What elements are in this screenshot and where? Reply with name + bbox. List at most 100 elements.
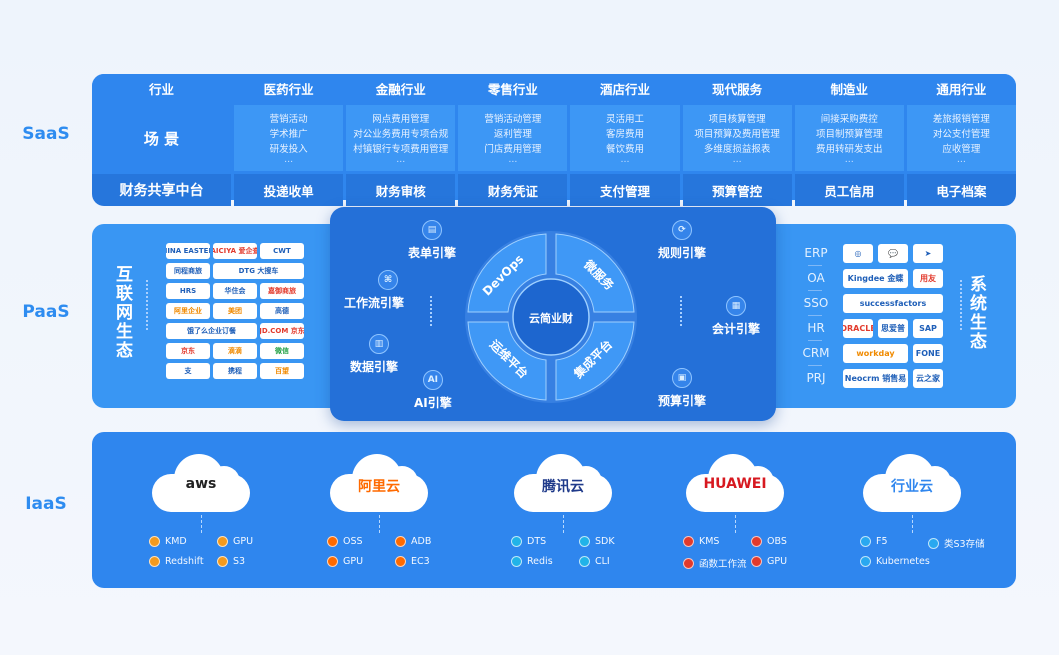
service-icon (683, 557, 694, 569)
system-logo: ◎ (843, 244, 873, 263)
service-label: EC3 (411, 556, 430, 567)
module-cell: 员工信用 (794, 174, 904, 206)
workflow-engine: ⌘ 工作流引擎 (344, 270, 404, 311)
service-item: Kubernetes (860, 556, 930, 567)
system-name: SSO (803, 296, 829, 310)
service-icon (511, 556, 522, 567)
divider (680, 296, 684, 326)
service-icon (327, 556, 338, 567)
system-logo: successfactors (843, 294, 943, 313)
system-separator (808, 265, 822, 266)
service-label: ADB (411, 536, 432, 547)
system-logo: workday (843, 344, 908, 363)
service-label: 函数工作流 (699, 559, 747, 570)
service-item: 类S3存储 (928, 536, 985, 550)
service-label: DTS (527, 536, 547, 547)
service-label: KMS (699, 536, 720, 547)
service-item: 函数工作流 (683, 556, 747, 570)
industry-cell: 医药行业 (234, 74, 344, 102)
partner-logo: CWT (260, 243, 304, 259)
rules-icon: ⟳ (672, 220, 692, 240)
service-item: OSS (327, 536, 363, 547)
service-icon (860, 536, 871, 547)
system-logo: Neocrm 销售易 (843, 369, 908, 388)
system-ecosystem-title: 系统生态 (970, 275, 987, 352)
service-item: KMD (149, 536, 187, 547)
ai-icon: AI (422, 370, 443, 390)
service-icon (149, 536, 160, 547)
paas-layer-label: PaaS (22, 302, 70, 322)
connector-line (912, 515, 913, 533)
platform-header: 财务共享中台 (92, 174, 231, 206)
partner-logo: JD.COM 京东 (260, 323, 304, 339)
saas-grid: 行业 医药行业 金融行业 零售行业 酒店行业 现代服务 制造业 通用行业 场 景… (92, 74, 1016, 206)
service-label: F5 (876, 536, 888, 547)
scene-cell: 灵活用工客房费用餐饮费用… (570, 105, 680, 171)
connector-line (735, 515, 736, 533)
module-cell: 预算管控 (682, 174, 792, 206)
partner-logo: 阿里企业 (166, 303, 210, 319)
system-separator (808, 315, 822, 316)
module-cell: 财务凭证 (458, 174, 568, 206)
partner-logo: 高德 (260, 303, 304, 319)
service-label: OBS (767, 536, 787, 547)
divider (430, 296, 434, 326)
service-item: GPU (217, 536, 253, 547)
partner-logo: 携程 (213, 363, 257, 379)
service-icon (217, 536, 228, 547)
service-item: Redshift (149, 556, 204, 567)
iaas-layer-label: IaaS (25, 494, 67, 514)
module-cell: 投递收单 (234, 174, 344, 206)
system-name: CRM (802, 346, 830, 360)
cloud-provider-logo: 腾讯云 (514, 452, 612, 512)
system-logo: 用友 (913, 269, 943, 288)
service-item: DTS (511, 536, 546, 547)
service-icon (579, 556, 590, 567)
partner-logo: CHINA EASTERN (166, 243, 210, 259)
service-label: Redis (527, 556, 553, 567)
form-engine: ▤ 表单引擎 (408, 220, 456, 261)
service-item: GPU (327, 556, 363, 567)
service-label: 类S3存储 (944, 539, 985, 550)
provider-name: 阿里云 (358, 479, 400, 495)
service-item: KMS (683, 536, 719, 547)
partner-logo: 美团 (213, 303, 257, 319)
service-icon (751, 536, 762, 547)
partner-logo: 百望 (260, 363, 304, 379)
scene-cell: 网点费用管理对公业务费用专项合规村镇银行专项费用管理… (346, 105, 456, 171)
system-logo: FONE (913, 344, 943, 363)
partner-logo: 嘉御商旅 (260, 283, 304, 299)
scene-cell: 营销活动学术推广研发投入… (234, 105, 344, 171)
data-icon: ▥ (369, 334, 389, 354)
service-icon (149, 556, 160, 567)
system-logo: SAP (913, 319, 943, 338)
scene-cell: 项目核算管理项目预算及费用管理多维度损益报表… (682, 105, 792, 171)
service-item: S3 (217, 556, 245, 567)
partner-logo: 支 (166, 363, 210, 379)
provider-name: 行业云 (891, 479, 933, 495)
core-logo-text: 云简业财 (529, 311, 573, 325)
service-item: ADB (395, 536, 431, 547)
service-icon (395, 536, 406, 547)
service-item: EC3 (395, 556, 430, 567)
service-icon (511, 536, 522, 547)
service-icon (327, 536, 338, 547)
service-icon (217, 556, 228, 567)
partner-logo: HRS (166, 283, 210, 299)
cloud-provider-logo: HUAWEI (686, 452, 784, 512)
module-cell: 支付管理 (570, 174, 680, 206)
system-separator (808, 340, 822, 341)
partner-logo: 微信 (260, 343, 304, 359)
system-logo: 思爱普 (878, 319, 908, 338)
connector-line (201, 515, 202, 533)
service-item: SDK (579, 536, 615, 547)
budget-engine: ▣ 预算引擎 (658, 368, 706, 409)
accounting-icon: ▦ (726, 296, 746, 316)
service-label: GPU (767, 556, 788, 567)
industry-cell: 酒店行业 (570, 74, 680, 102)
ai-engine: AI AI引擎 (414, 370, 452, 411)
provider-name: aws (185, 476, 217, 492)
service-icon (683, 536, 694, 547)
module-cell: 财务审核 (346, 174, 456, 206)
partner-logo: 同程商旅 (166, 263, 210, 279)
